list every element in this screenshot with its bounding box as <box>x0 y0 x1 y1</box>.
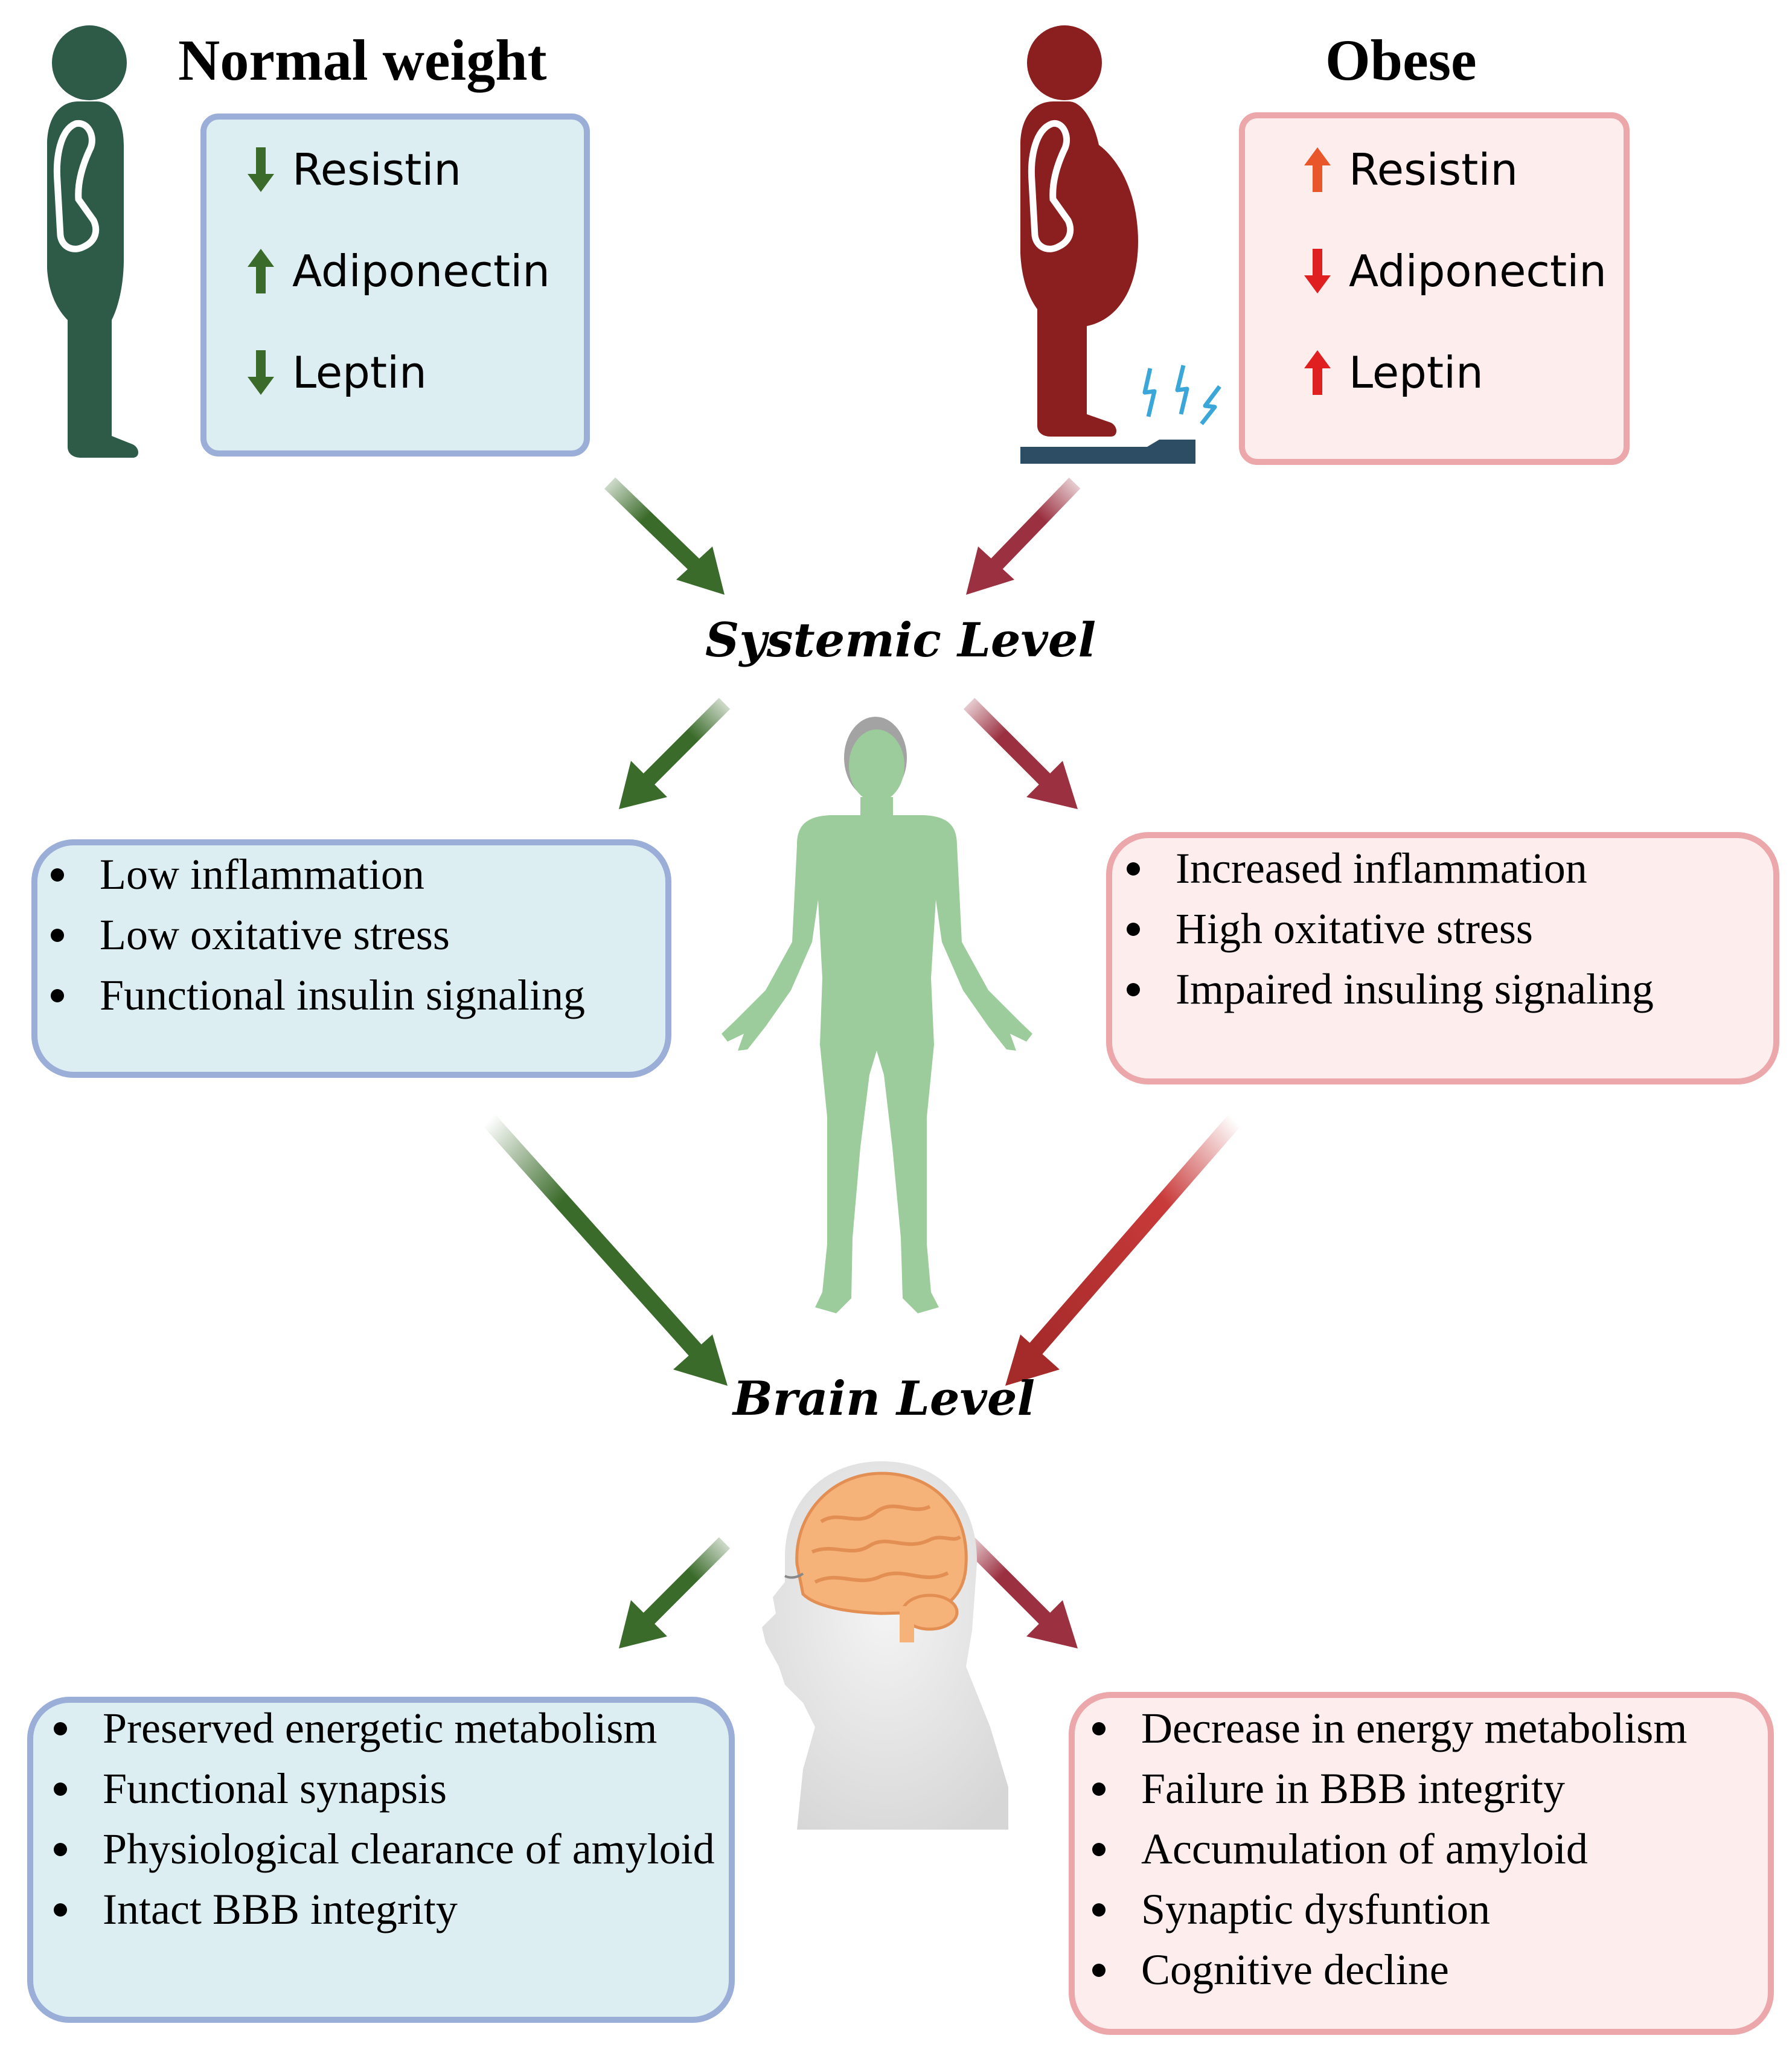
list-item: Accumulation of amyloid <box>1084 1819 1687 1879</box>
obese-hormone-resistin: Resistin <box>1304 147 1518 192</box>
list-item: Functional synapsis <box>45 1758 715 1819</box>
arrow-brain-to-normal-box <box>619 1537 731 1648</box>
list-item: Physiological clearance of amyloid <box>45 1819 715 1879</box>
systemic-level-label: Systemic Level <box>705 613 1096 668</box>
brain-obese-box <box>1069 1692 1774 2035</box>
obese-figure-icon <box>1020 25 1138 437</box>
normal-hormone-leptin: Leptin <box>248 350 427 395</box>
human-body-icon <box>722 717 1032 1313</box>
list-item: Failure in BBB integrity <box>1084 1758 1687 1819</box>
normal-hormone-adiponectin: Adiponectin <box>248 249 550 293</box>
obese-hormone-box <box>1239 112 1630 465</box>
down-arrow-icon <box>1304 249 1331 293</box>
arrow-systemic-to-normal-box <box>619 697 731 809</box>
list-item: Functional insulin signaling <box>42 965 585 1025</box>
systemic-normal-list: Low inflammation Low oxitative stress Fu… <box>42 844 585 1025</box>
obese-title: Obese <box>1325 28 1477 92</box>
brain-normal-box <box>27 1697 735 2023</box>
spark-icon <box>1142 365 1221 426</box>
up-arrow-icon <box>1304 147 1331 192</box>
list-item: Low inflammation <box>42 844 585 905</box>
obese-hormone-adiponectin: Adiponectin <box>1304 249 1607 293</box>
list-item: Increased inflammation <box>1118 838 1654 898</box>
brain-obese-list: Decrease in energy metabolism Failure in… <box>1084 1698 1687 2000</box>
brain-normal-list: Preserved energetic metabolism Functiona… <box>45 1698 715 1939</box>
systemic-obese-list: Increased inflammation High oxitative st… <box>1118 838 1654 1019</box>
list-item: Cognitive decline <box>1084 1939 1687 2000</box>
arrow-normal-to-systemic <box>604 477 725 595</box>
systemic-normal-box <box>31 839 671 1078</box>
up-arrow-icon <box>1304 350 1331 395</box>
obese-hormone-leptin: Leptin <box>1304 350 1483 395</box>
down-arrow-icon <box>248 350 274 395</box>
systemic-obese-box <box>1106 832 1779 1084</box>
list-item: High oxitative stress <box>1118 898 1654 959</box>
list-item: Impaired insuling signaling <box>1118 959 1654 1019</box>
list-item: Preserved energetic metabolism <box>45 1698 715 1758</box>
normal-weight-title: Normal weight <box>178 28 547 92</box>
list-item: Intact BBB integrity <box>45 1879 715 1939</box>
brain-level-label: Brain Level <box>733 1371 1035 1426</box>
list-item: Low oxitative stress <box>42 905 585 965</box>
normal-weight-figure-icon <box>47 25 138 458</box>
up-arrow-icon <box>248 249 274 293</box>
arrow-normal-box-to-brain <box>482 1114 728 1386</box>
arrow-obese-to-systemic <box>966 477 1081 595</box>
list-item: Decrease in energy metabolism <box>1084 1698 1687 1758</box>
list-item: Synaptic dysfuntion <box>1084 1879 1687 1939</box>
human-head-brain-icon <box>762 1461 1008 1830</box>
down-arrow-icon <box>248 147 274 192</box>
arrow-systemic-to-obese-box <box>963 697 1078 809</box>
arrow-obese-box-to-brain <box>1005 1114 1241 1386</box>
normal-hormone-resistin: Resistin <box>248 147 461 192</box>
arrow-brain-to-obese-box <box>963 1537 1078 1648</box>
weighing-scale-icon <box>1020 365 1221 464</box>
